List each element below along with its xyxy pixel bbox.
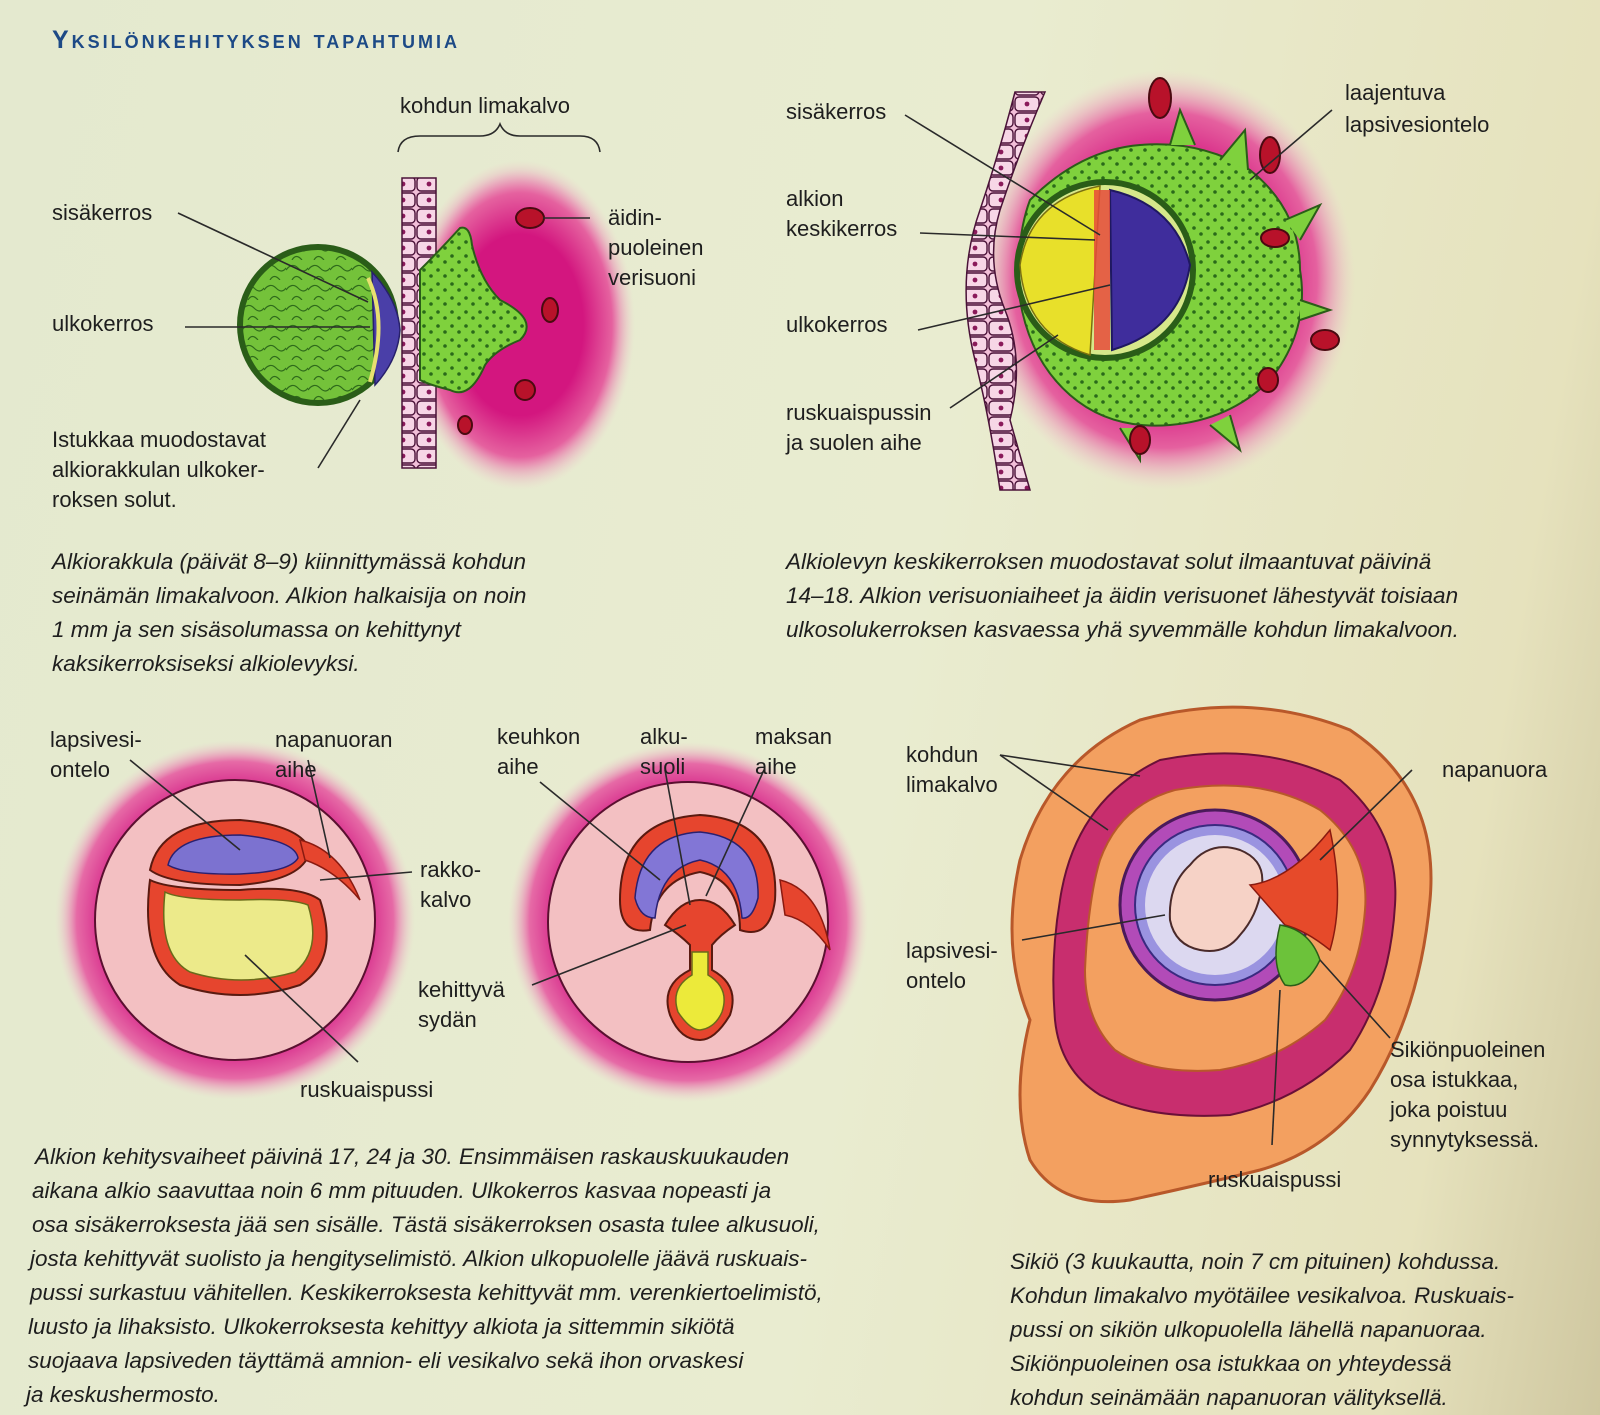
label-chorion-1: rakko- bbox=[420, 857, 482, 882]
label-placenta-cells-1: Istukkaa muodostavat bbox=[52, 427, 267, 452]
caption-bottom-left-7: suojaava lapsiveden täyttämä amnion- eli… bbox=[28, 1348, 744, 1373]
label-placenta-cells-2: alkiorakkulan ulkoker- bbox=[52, 457, 265, 482]
caption-bottom-left-2: aikana alkio saavuttaa noin 6 mm pituude… bbox=[32, 1178, 772, 1203]
label-cord-precursor-1: napanuoran bbox=[275, 727, 393, 752]
label-amnion-br-2: ontelo bbox=[906, 968, 966, 993]
label-outer-layer-tl: ulkokerros bbox=[52, 311, 154, 336]
embryonic-disc-illustration bbox=[965, 70, 1355, 491]
label-amnion-bl-2: ontelo bbox=[50, 757, 110, 782]
caption-top-left-1: Alkiorakkula (päivät 8–9) kiinnittymässä… bbox=[52, 549, 526, 574]
label-fetal-placenta-3: joka poistuu bbox=[1390, 1097, 1508, 1122]
caption-bottom-right-5: kohdun seinämään napanuoran välityksellä… bbox=[1010, 1385, 1448, 1410]
label-liver-precursor-1: maksan bbox=[755, 724, 833, 749]
label-liver-precursor-2: aihe bbox=[755, 754, 797, 779]
label-amnion-bl-1: lapsivesi- bbox=[50, 727, 142, 752]
label-yolk-sac-br: ruskuaispussi bbox=[1208, 1167, 1342, 1192]
caption-top-left-4: kaksikerroksiseksi alkiolevyksi. bbox=[52, 651, 360, 676]
caption-bottom-right-2: Kohdun limakalvo myötäilee vesikalvoa. R… bbox=[1010, 1283, 1514, 1308]
label-maternal-vessel-2: puoleinen bbox=[608, 235, 704, 260]
label-lung-precursor-1: keuhkon bbox=[497, 724, 581, 749]
caption-bottom-left-8: ja keskushermosto. bbox=[26, 1382, 220, 1407]
caption-top-left-2: seinämän limakalvoon. Alkion halkaisija … bbox=[52, 583, 527, 608]
label-amnion-expanding-1: laajentuva bbox=[1345, 80, 1446, 105]
label-endometrium-top: kohdun limakalvo bbox=[400, 93, 570, 118]
label-outer-layer-tr: ulkokerros bbox=[786, 312, 888, 337]
label-mid-layer-2: keskikerros bbox=[786, 216, 898, 241]
caption-bottom-left-5: pussi surkastuu vähitellen. Keskikerroks… bbox=[30, 1280, 823, 1305]
caption-bottom-left-3: osa sisäkerroksesta jää sen sisälle. Täs… bbox=[32, 1212, 820, 1237]
caption-top-right-3: ulkosolukerroksen kasvaessa yhä syvemmäl… bbox=[786, 617, 1459, 642]
caption-bottom-left-1: Alkion kehitysvaiheet päivinä 17, 24 ja … bbox=[35, 1144, 790, 1169]
label-amnion-br-1: lapsivesi- bbox=[906, 938, 998, 963]
label-primitive-gut-2: suoli bbox=[640, 754, 686, 779]
label-placenta-cells-3: roksen solut. bbox=[52, 487, 177, 512]
label-mid-layer-1: alkion bbox=[786, 186, 844, 211]
caption-bottom-right-4: Sikiönpuoleinen osa istukkaa on yhteydes… bbox=[1010, 1351, 1452, 1376]
page-title: Yksilönkehityksen tapahtumia bbox=[52, 26, 460, 54]
label-fetal-placenta-2: osa istukkaa, bbox=[1390, 1067, 1519, 1092]
label-amnion-expanding-2: lapsivesiontelo bbox=[1345, 112, 1490, 137]
caption-bottom-right-1: Sikiö (3 kuukautta, noin 7 cm pituinen) … bbox=[1010, 1249, 1501, 1274]
label-fetal-placenta-4: synnytyksessä. bbox=[1390, 1127, 1540, 1152]
caption-top-left-3: 1 mm ja sen sisäsolumassa on kehittynyt bbox=[52, 617, 461, 642]
caption-bottom-left-4: josta kehittyvät suolisto ja hengityseli… bbox=[30, 1246, 808, 1271]
label-inner-layer-tr: sisäkerros bbox=[786, 99, 887, 124]
label-heart-2: sydän bbox=[418, 1007, 477, 1032]
label-inner-layer-tl: sisäkerros bbox=[52, 200, 153, 225]
caption-bottom-left-6: luusto ja lihaksisto. Ulkokerroksesta ke… bbox=[28, 1314, 735, 1339]
embryo-day24-illustration bbox=[508, 742, 868, 1102]
embryo-day17-illustration bbox=[55, 740, 415, 1100]
blastocyst-illustration bbox=[237, 160, 635, 490]
label-yolk-gut-1: ruskuaispussin bbox=[786, 400, 932, 425]
label-yolk-sac-bl: ruskuaispussi bbox=[300, 1077, 434, 1102]
label-lung-precursor-2: aihe bbox=[497, 754, 539, 779]
label-fetal-placenta-1: Sikiönpuoleinen bbox=[1390, 1037, 1546, 1062]
label-maternal-vessel-1: äidin- bbox=[608, 205, 662, 230]
label-heart-1: kehittyvä bbox=[418, 977, 505, 1002]
label-endometrium-br-1: kohdun bbox=[906, 742, 979, 767]
label-umbilical-cord: napanuora bbox=[1442, 757, 1548, 782]
caption-top-right-1: Alkiolevyn keskikerroksen muodostavat so… bbox=[786, 549, 1432, 574]
label-primitive-gut-1: alku- bbox=[640, 724, 688, 749]
caption-top-right-2: 14–18. Alkion verisuoniaiheet ja äidin v… bbox=[786, 583, 1459, 608]
fetus-in-uterus-illustration bbox=[1010, 705, 1433, 1204]
label-cord-precursor-2: aihe bbox=[275, 757, 317, 782]
label-endometrium-br-2: limakalvo bbox=[906, 772, 998, 797]
caption-bottom-right-3: pussi on sikiön ulkopuolella lähellä nap… bbox=[1010, 1317, 1487, 1342]
label-maternal-vessel-3: verisuoni bbox=[608, 265, 697, 290]
label-yolk-gut-2: ja suolen aihe bbox=[786, 430, 922, 455]
label-chorion-2: kalvo bbox=[420, 887, 472, 912]
